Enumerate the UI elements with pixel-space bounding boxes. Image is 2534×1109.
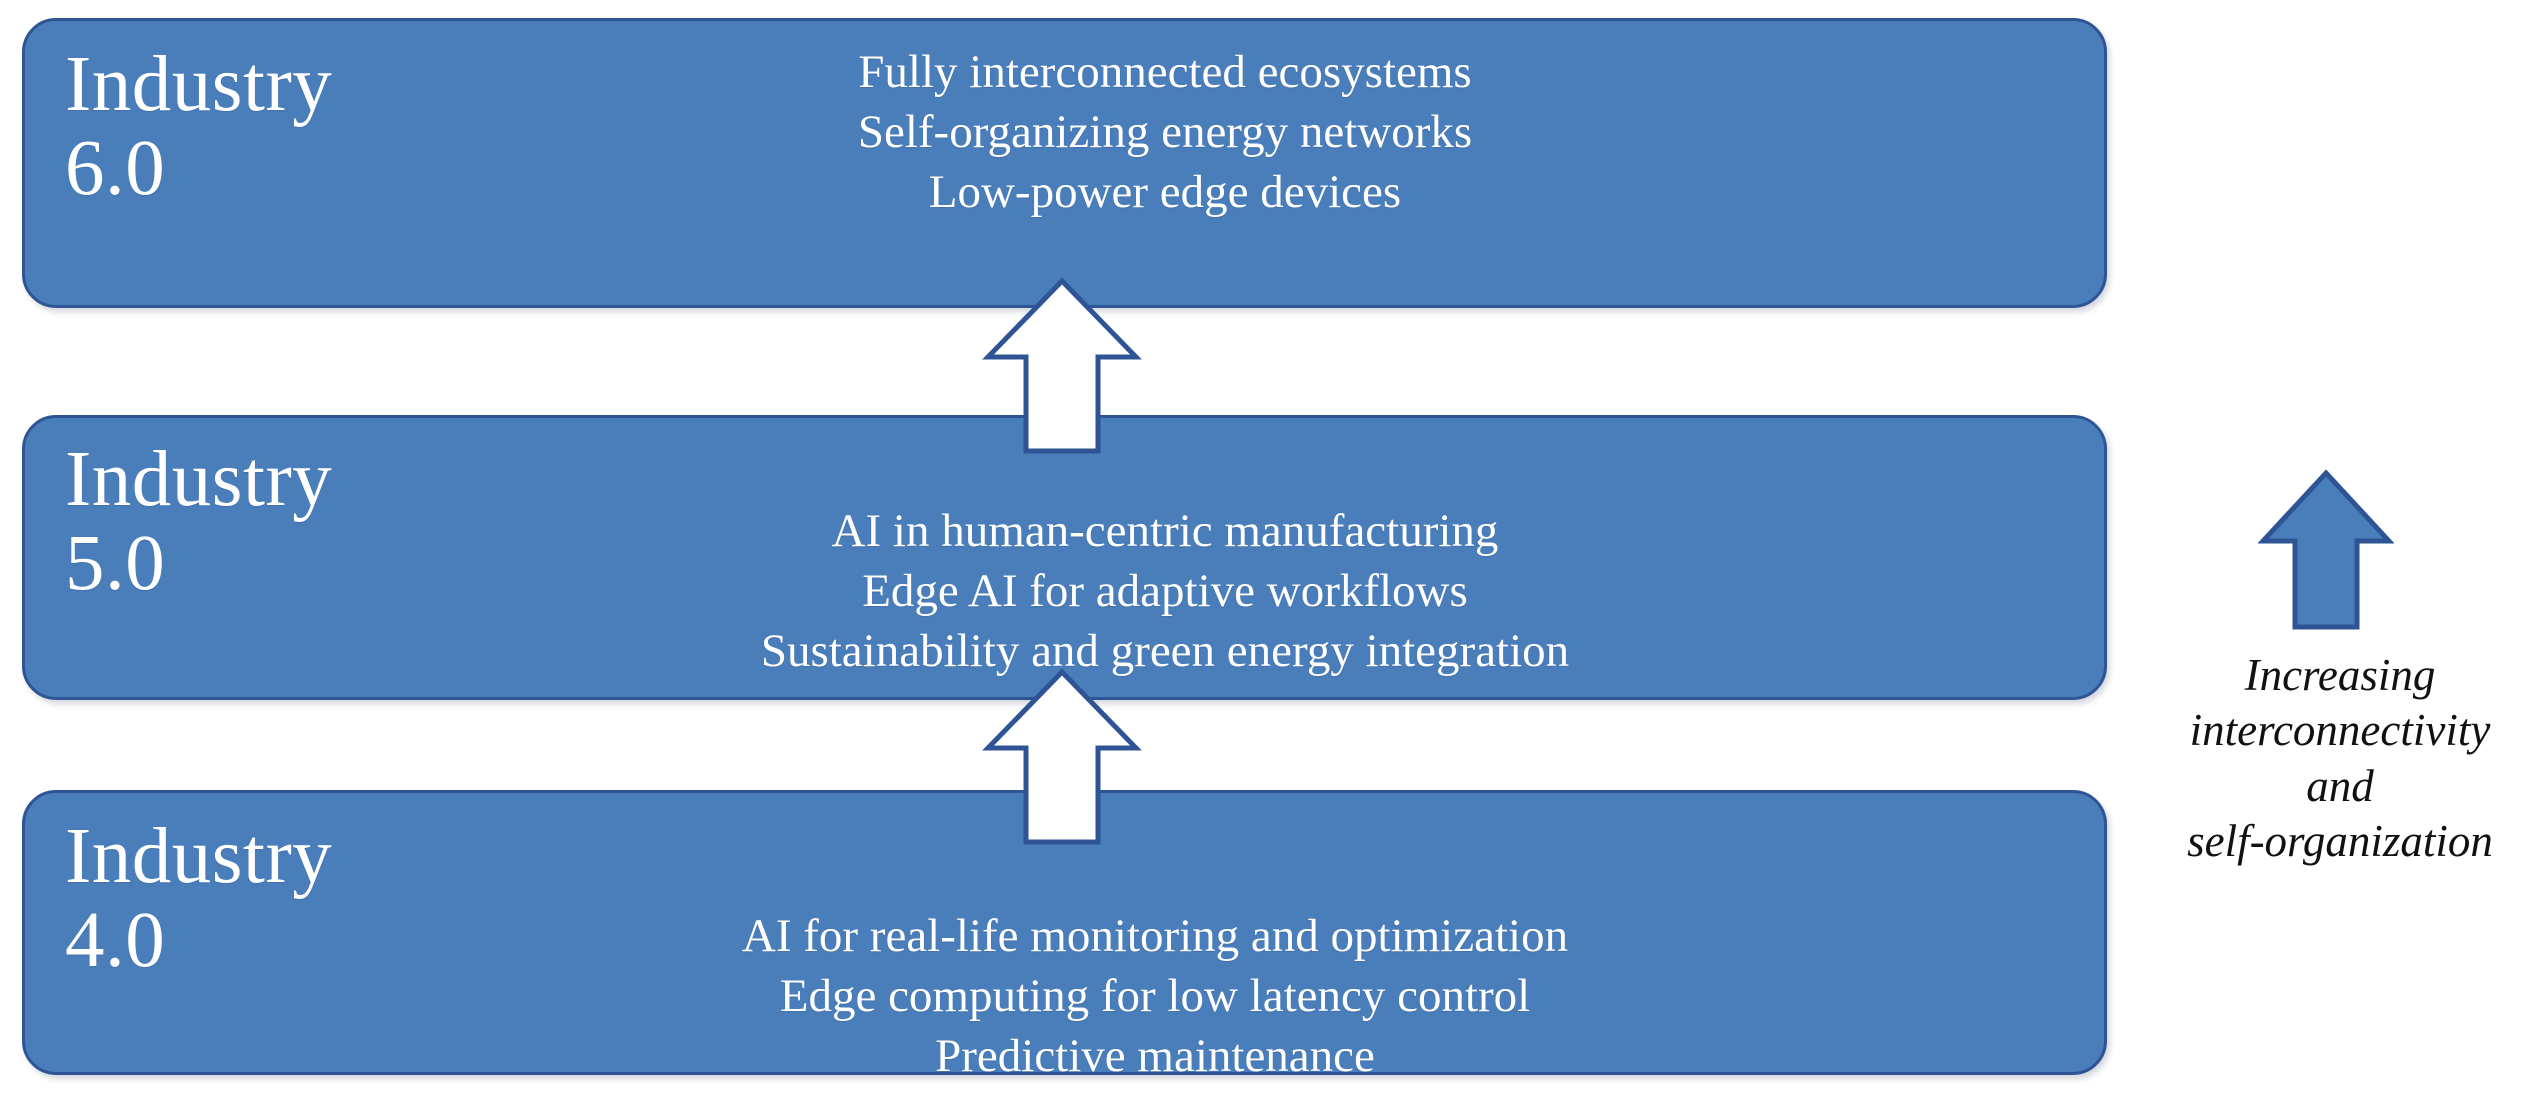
up-arrow-icon-industry4-to-industry5 (982, 666, 1142, 846)
level-label-industry-6: Industry 6.0 (65, 41, 333, 212)
level-box-industry-6: Industry 6.0 Fully interconnected ecosys… (22, 18, 2107, 308)
level-description-industry-5: AI in human-centric manufacturing Edge A… (760, 505, 1570, 678)
trend-caption: Increasing interconnectivity and self-or… (2187, 650, 2493, 867)
level-box-industry-5: Industry 5.0 AI in human-centric manufac… (22, 415, 2107, 700)
trend-up-arrow-icon (2258, 468, 2394, 632)
level-description-industry-4: AI for real-life monitoring and optimiza… (741, 910, 1569, 1083)
level-label-industry-4: Industry 4.0 (65, 813, 333, 984)
level-label-industry-5: Industry 5.0 (65, 436, 333, 607)
up-arrow-icon-industry5-to-industry6 (982, 275, 1142, 455)
level-description-industry-6: Fully interconnected ecosystems Self-org… (857, 46, 1473, 219)
